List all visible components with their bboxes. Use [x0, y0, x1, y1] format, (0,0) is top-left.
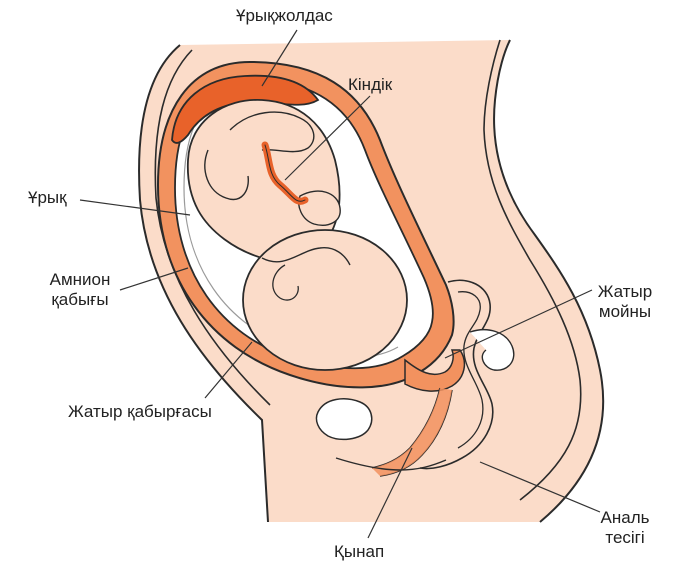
label-placenta: Ұрықжолдас: [236, 6, 333, 26]
label-fetus: Ұрық: [28, 188, 67, 208]
label-anus-line1: Аналь: [585, 508, 665, 528]
label-anus: Аналь тесігі: [585, 508, 665, 548]
label-cervix: Жатыр мойны: [585, 282, 665, 322]
label-cervix-line2: мойны: [585, 302, 665, 322]
label-umbilical-cord: Кіндік: [348, 75, 392, 95]
label-vagina: Қынап: [334, 542, 384, 562]
bladder-shape: [316, 399, 371, 440]
label-anus-line2: тесігі: [585, 528, 665, 548]
label-cervix-line1: Жатыр: [585, 282, 665, 302]
label-amnion-line1: Амнион: [30, 270, 130, 290]
label-amnion-line2: қабығы: [30, 290, 130, 310]
label-uterine-wall: Жатыр қабырғасы: [68, 402, 212, 422]
label-amnion: Амнион қабығы: [30, 270, 130, 310]
